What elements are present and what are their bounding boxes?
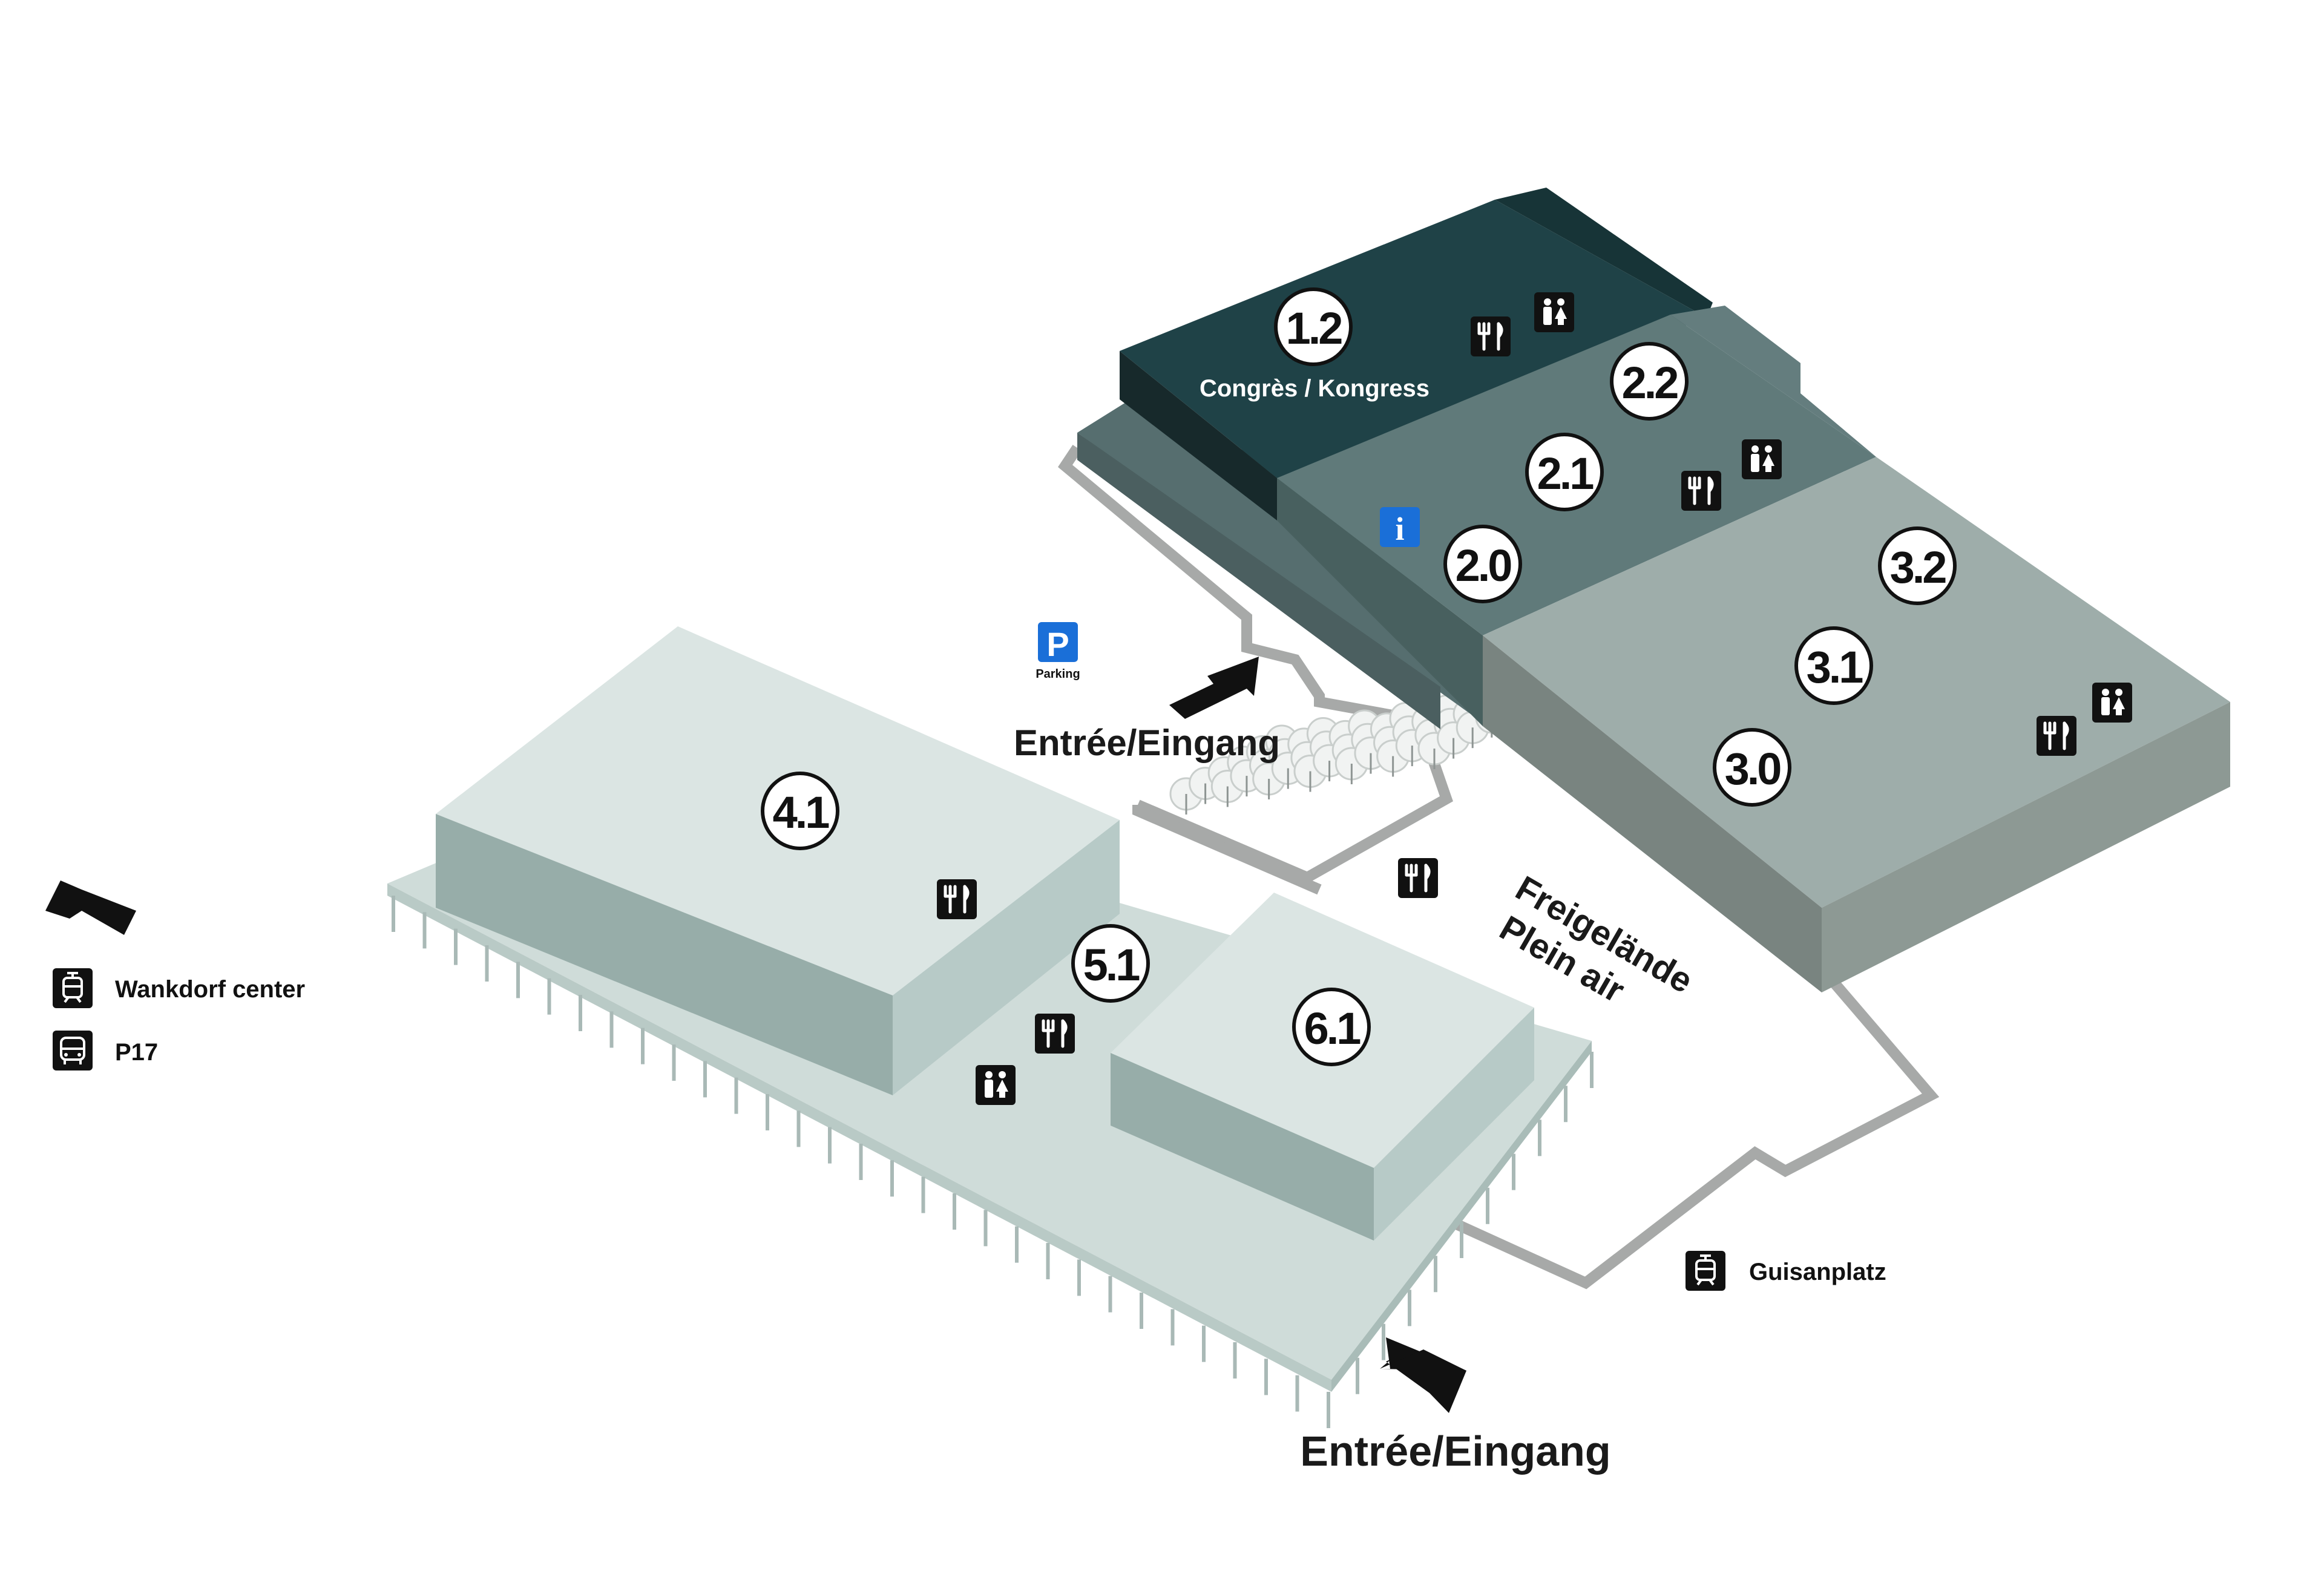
parking-icon[interactable]: P <box>1038 622 1078 663</box>
plinth-front <box>1077 433 1440 729</box>
legend: Wankdorf center P17 <box>53 968 305 1070</box>
hall-label-3-0: 3.0 <box>1725 744 1781 794</box>
restaurant-icon <box>1681 471 1721 511</box>
entrance-north-arrow-icon <box>1169 657 1259 719</box>
hall-badge-5-1[interactable]: 5.1 <box>1071 924 1150 1003</box>
hall-label-6-1: 6.1 <box>1304 1003 1361 1054</box>
entrance-south-arrow-icon <box>1380 1349 1466 1413</box>
hall-badge-6-1[interactable]: 6.1 <box>1292 988 1371 1066</box>
restaurant-icon <box>937 879 977 919</box>
hall-6-1-side-wall <box>1374 1008 1534 1241</box>
hall-label-3-2: 3.2 <box>1890 542 1946 592</box>
hall-complex-1-2-3 <box>1077 188 2230 992</box>
tram-icon <box>53 968 93 1008</box>
hall-badge-4-1[interactable]: 4.1 <box>761 772 839 850</box>
hall-badge-2-2[interactable]: 2.2 <box>1610 342 1689 421</box>
hall-label-2-1: 2.1 <box>1537 448 1594 499</box>
hall-6-1-front-wall <box>1111 1053 1374 1241</box>
congress-hall-roof <box>1120 200 1707 478</box>
toilet-icon <box>2092 683 2132 723</box>
congress-hall-annex <box>1495 188 1713 318</box>
parking-label: Parking <box>1036 667 1080 681</box>
site-boundary-path <box>1058 445 1940 1290</box>
hall-badge-3-0[interactable]: 3.0 <box>1713 728 1791 807</box>
entrance-south-label: Entrée/Eingang <box>1300 1428 1610 1475</box>
left-direction-arrow-icon <box>45 880 136 935</box>
tram-icon <box>1686 1251 1725 1291</box>
hall-label-1-2: 1.2 <box>1286 303 1342 353</box>
bus-icon <box>53 1031 93 1070</box>
plinth-top <box>1077 402 1477 714</box>
guisanplatz-label: Guisanplatz <box>1749 1259 1886 1285</box>
restaurant-icon <box>2037 716 2076 756</box>
legend-tram-label: Wankdorf center <box>115 976 305 1003</box>
restaurant-icon <box>1035 1014 1075 1054</box>
hall-label-4-1: 4.1 <box>773 787 830 838</box>
hall-badge-3-2[interactable]: 3.2 <box>1878 526 1957 605</box>
toilet-icon <box>976 1065 1016 1105</box>
toilet-icon <box>1534 292 1574 332</box>
hall-label-5-1: 5.1 <box>1083 940 1140 990</box>
hall-badge-1-2[interactable]: 1.2 <box>1274 287 1353 366</box>
hall-3-front-wall <box>1483 635 1822 992</box>
legend-bus-label: P17 <box>115 1039 158 1066</box>
toilet-icon <box>1742 439 1782 479</box>
restaurant-icon <box>1398 858 1438 898</box>
hall-label-3-1: 3.1 <box>1807 642 1863 692</box>
colonnade <box>392 896 1594 1428</box>
hall-badge-2-1[interactable]: 2.1 <box>1525 433 1604 511</box>
congress-label: Congrès / Kongress <box>1200 375 1430 402</box>
svg-text:P: P <box>1046 625 1069 663</box>
hall-4-1-side-wall <box>893 820 1120 1095</box>
hall-badge-3-1[interactable]: 3.1 <box>1794 626 1873 705</box>
hall-2-front-wall <box>1277 478 1483 726</box>
svg-text:i: i <box>1395 511 1404 547</box>
entrance-north-label: Entrée/Eingang <box>1014 723 1280 763</box>
hall-3-side-wall <box>1822 702 2230 992</box>
hall-4-1-front-wall <box>436 814 893 1095</box>
hall-label-2-2: 2.2 <box>1622 358 1678 408</box>
hall-label-2-0: 2.0 <box>1456 540 1512 591</box>
info-icon[interactable]: i <box>1380 507 1420 547</box>
hall-badge-2-0[interactable]: 2.0 <box>1443 525 1522 603</box>
restaurant-icon <box>1471 316 1511 356</box>
